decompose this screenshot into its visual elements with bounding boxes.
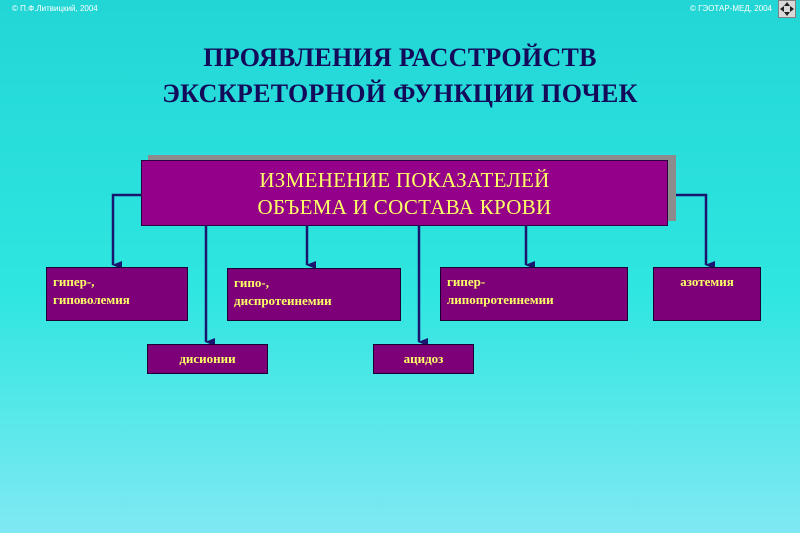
box-dysionia-line-1: дисионии bbox=[179, 351, 236, 366]
box-acidosis: ацидоз bbox=[373, 344, 474, 374]
box-hypervolemia: гипер-, гиповолемия bbox=[46, 267, 188, 321]
box-lipoproteinemia-line-1: гипер- bbox=[447, 274, 486, 289]
copyright-right: © ГЭОТАР-МЕД, 2004 bbox=[689, 4, 772, 13]
copyright-left: © П.Ф.Литвицкий, 2004 bbox=[12, 4, 98, 13]
connector-azotemia bbox=[668, 193, 715, 269]
connector-hypervolemia bbox=[111, 193, 141, 269]
title-line-1: ПРОЯВЛЕНИЯ РАССТРОЙСТВ bbox=[203, 43, 597, 72]
box-azotemia: азотемия bbox=[653, 267, 761, 321]
main-box-line-1: ИЗМЕНЕНИЕ ПОКАЗАТЕЛЕЙ bbox=[259, 168, 550, 192]
box-hypervolemia-line-1: гипер-, bbox=[53, 274, 95, 289]
main-box-blood-indicators: ИЗМЕНЕНИЕ ПОКАЗАТЕЛЕЙ ОБЪЕМА И СОСТАВА К… bbox=[141, 160, 668, 226]
box-azotemia-line-1: азотемия bbox=[680, 274, 734, 289]
box-acidosis-line-1: ацидоз bbox=[403, 351, 444, 366]
box-dysionia: дисионии bbox=[147, 344, 268, 374]
box-lipoproteinemia-line-2: липопротеинемии bbox=[447, 292, 554, 307]
page-title: ПРОЯВЛЕНИЯ РАССТРОЙСТВ ЭКСКРЕТОРНОЙ ФУНК… bbox=[0, 40, 800, 112]
box-dysproteinemia-line-1: гипо-, bbox=[234, 275, 269, 290]
title-line-2: ЭКСКРЕТОРНОЙ ФУНКЦИИ ПОЧЕК bbox=[162, 79, 638, 108]
navigation-icon[interactable] bbox=[778, 0, 796, 18]
box-lipoproteinemia: гипер- липопротеинемии bbox=[440, 267, 628, 321]
main-box-line-2: ОБЪЕМА И СОСТАВА КРОВИ bbox=[257, 195, 552, 219]
box-dysproteinemia: гипо-, диспротеинемии bbox=[227, 268, 401, 321]
box-dysproteinemia-line-2: диспротеинемии bbox=[234, 293, 332, 308]
box-hypervolemia-line-2: гиповолемия bbox=[53, 292, 130, 307]
move-arrows-icon bbox=[780, 2, 794, 16]
